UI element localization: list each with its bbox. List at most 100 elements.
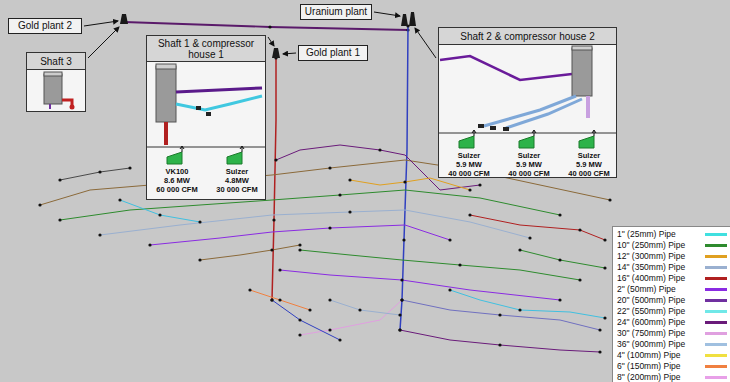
plant-tag: Gold plant 1 [298, 45, 368, 61]
leader-line [268, 37, 274, 46]
panel-divider [438, 133, 617, 134]
plant-tag: Uranium plant [300, 4, 372, 20]
valve-dot [128, 166, 131, 169]
compressor-spec: 40 000 CFM [568, 169, 609, 178]
valve-dot [400, 278, 403, 281]
legend-swatch [705, 343, 727, 346]
plant-label: Gold plant 1 [306, 46, 360, 60]
valve-dot [270, 298, 273, 301]
pipe [176, 88, 262, 92]
valve-dot [298, 318, 301, 321]
legend-swatch [705, 332, 727, 335]
pipe-end [70, 105, 75, 110]
compressor-spec: 5.9 MW [576, 160, 602, 169]
compressor-spec: Sulzer [518, 151, 541, 160]
valve-dot [328, 328, 331, 331]
legend-swatch [705, 365, 727, 368]
valve-dot [558, 298, 561, 301]
valve-dot [198, 258, 201, 261]
pipe-line [470, 215, 605, 240]
valve-dot [298, 243, 301, 246]
legend-text: 12" (300mm) Pipe [617, 251, 685, 262]
headframe [272, 48, 280, 58]
legend-row: 6" (150mm) Pipe [617, 361, 727, 372]
leader-line [84, 21, 118, 26]
valve-dot [400, 298, 403, 301]
valve-dot [268, 25, 271, 28]
valve-dot [118, 198, 121, 201]
valve-dot [58, 218, 61, 221]
shaft-panel: Shaft 2 & compressor house 2Sulzer5.9 MW… [438, 27, 617, 178]
compressor-icon [167, 152, 182, 164]
legend-swatch [705, 321, 727, 324]
pipe-line [402, 300, 600, 330]
compressor-block [206, 112, 211, 116]
leader-line [415, 28, 436, 58]
valve-dot [198, 220, 201, 223]
valve-dot [338, 193, 341, 196]
valve-dot [518, 308, 521, 311]
valve-dot [402, 238, 405, 241]
compressor-arrow [240, 146, 244, 152]
legend-swatch [705, 233, 727, 236]
valve-dot [348, 178, 351, 181]
valve-dot [270, 298, 273, 301]
pipe [49, 104, 51, 109]
legend-swatch [705, 376, 727, 379]
valve-dot [38, 203, 41, 206]
pipe-line [400, 26, 408, 330]
compressor-arrow [472, 130, 476, 136]
pipe-line [150, 225, 450, 245]
leader-line [374, 12, 400, 16]
legend-row: 14" (350mm) Pipe [617, 262, 727, 273]
valve-dot [98, 233, 101, 236]
legend-swatch [705, 244, 727, 247]
valve-dot [400, 298, 403, 301]
shaft-building [572, 48, 592, 96]
valve-dot [518, 248, 521, 251]
compressor-spec: 8.6 MW [164, 176, 190, 185]
plant-label: Uranium plant [305, 5, 367, 19]
legend-text: 1" (25mm) Pipe [617, 229, 676, 240]
valve-dot [328, 226, 331, 229]
compressor-unit: Sulzer5.9 MW40 000 CFM [564, 151, 614, 178]
compressor-icon [579, 136, 594, 148]
valve-dot [578, 278, 581, 281]
legend-text: 4" (100mm) Pipe [617, 350, 680, 361]
panel-ground [438, 27, 617, 178]
valve-dot [328, 298, 331, 301]
compressor-arrow [532, 130, 536, 136]
pipe-line [200, 245, 300, 260]
legend-row: 30" (750mm) Pipe [617, 328, 727, 339]
pipe [586, 96, 590, 118]
legend-text: 6" (150mm) Pipe [617, 361, 680, 372]
compressor-spec: 5.9 MW [516, 160, 542, 169]
pipe-line [60, 190, 560, 220]
pipe-line [124, 22, 408, 30]
valve-dot [272, 218, 275, 221]
valve-dot [578, 228, 581, 231]
headframe [409, 12, 416, 26]
pipe [506, 99, 582, 128]
pipe [176, 96, 262, 110]
legend-swatch [705, 266, 727, 269]
valve-dot [558, 213, 561, 216]
leader-line [88, 27, 119, 58]
valve-dot [158, 213, 161, 216]
panel-ground [26, 52, 86, 112]
pipe [164, 122, 168, 145]
compressor-unit: Sulzer5.9 MW40 000 CFM [444, 151, 494, 178]
panel-ground [146, 35, 266, 200]
valve-dot [98, 170, 101, 173]
legend-text: 24" (600mm) Pipe [617, 317, 685, 328]
valve-dot [478, 183, 481, 186]
compressor-unit: Sulzer5.9 MW40 000 CFM [504, 151, 554, 178]
panel-heading: Shaft 1 & compressor house 1 [147, 36, 265, 62]
valve-dot [308, 308, 311, 311]
pipe-line [272, 300, 340, 340]
pipe [440, 56, 572, 80]
legend-row: 8" (200mm) Pipe [617, 372, 727, 382]
legend-row: 16" (400mm) Pipe [617, 273, 727, 284]
valve-dot [598, 350, 601, 353]
pipe-line [330, 300, 400, 315]
